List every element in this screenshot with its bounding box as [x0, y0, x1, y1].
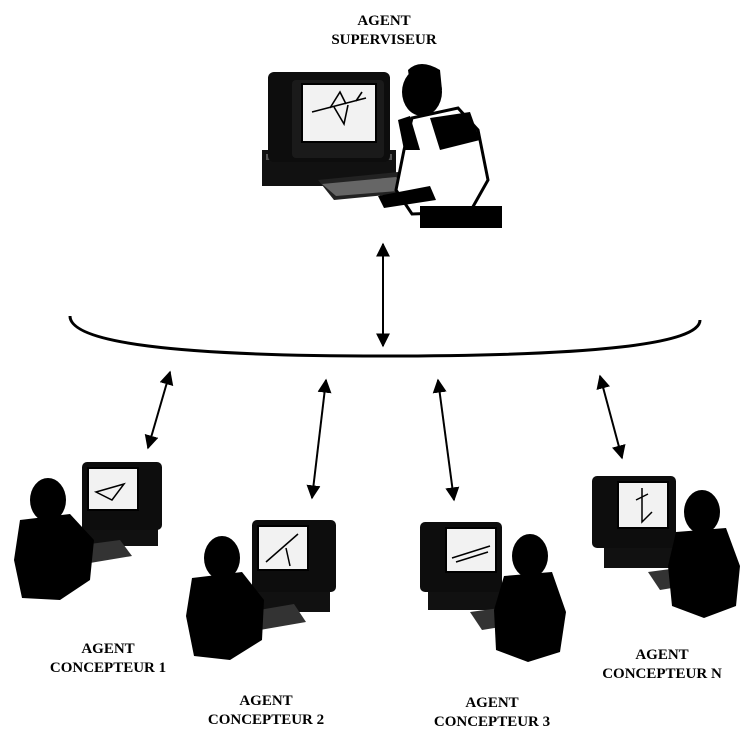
tail-fin-icon: [635, 488, 653, 524]
designer-n-person: [668, 490, 740, 618]
designer-1-workstation: [14, 462, 162, 600]
designer-n-label: AGENT CONCEPTEUR N: [582, 646, 742, 684]
supervisor-label: AGENT SUPERVISEUR: [300, 12, 468, 50]
designer-2-person: [186, 536, 264, 660]
designer-3-workstation: [420, 522, 566, 662]
supervisor-label-line1: AGENT: [357, 13, 411, 29]
designer-1-label-line2: CONCEPTEUR 1: [49, 660, 167, 676]
designer-2-label: AGENT CONCEPTEUR 2: [186, 692, 346, 730]
designer-n-link-arrow: [596, 374, 626, 460]
designer-2-workstation: [186, 520, 336, 660]
network-bus-curve: [68, 315, 702, 358]
designer-n-label-line1: AGENT: [635, 647, 689, 663]
designer-3-label: AGENT CONCEPTEUR 3: [412, 694, 572, 732]
designer-1-label-line1: AGENT: [81, 641, 135, 657]
supervisor-workstation: [262, 64, 502, 228]
designer-n-workstation: [592, 476, 740, 618]
supervisor-person: [378, 64, 502, 228]
fuselage-icon: [451, 545, 491, 563]
wing-shape-icon: [93, 482, 126, 501]
designer-3-label-line2: CONCEPTEUR 3: [433, 714, 551, 730]
airplane-icon: [311, 90, 367, 127]
designer-2-link-arrow: [306, 378, 332, 500]
wing-edge-icon: [265, 533, 299, 567]
designer-n-label-line2: CONCEPTEUR N: [602, 666, 722, 682]
designer-3-label-line1: AGENT: [465, 695, 519, 711]
designer-2-label-line1: AGENT: [239, 693, 293, 709]
designer-1-label: AGENT CONCEPTEUR 1: [28, 640, 188, 678]
designer-3-person: [494, 534, 566, 662]
designer-2-label-line2: CONCEPTEUR 2: [207, 712, 325, 728]
designer-3-link-arrow: [432, 378, 460, 502]
designer-1-person: [14, 478, 94, 600]
supervisor-label-line2: SUPERVISEUR: [331, 32, 437, 48]
designer-1-link-arrow: [144, 370, 174, 450]
